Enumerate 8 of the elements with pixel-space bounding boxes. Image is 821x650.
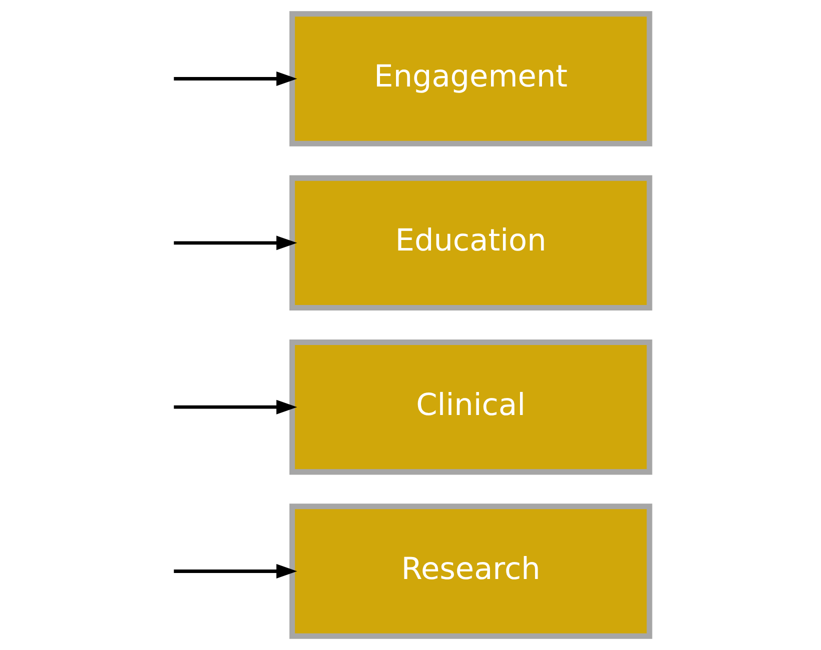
- node-box: Engagement: [288, 11, 652, 146]
- arrow: [173, 236, 297, 250]
- arrow: [173, 400, 297, 414]
- arrow: [173, 564, 297, 579]
- node-box: Clinical: [288, 339, 652, 475]
- node-box: Education: [288, 175, 652, 311]
- arrow: [173, 71, 297, 86]
- node-box: Research: [288, 504, 652, 639]
